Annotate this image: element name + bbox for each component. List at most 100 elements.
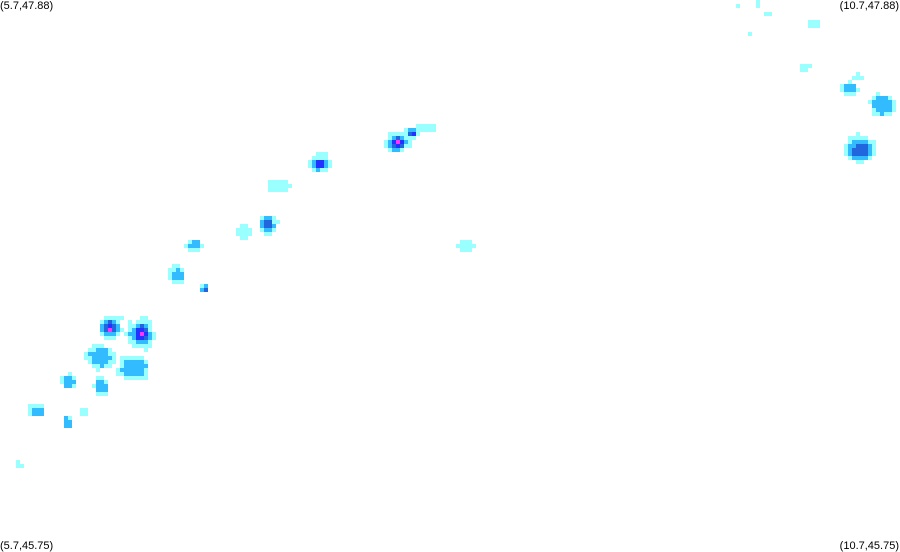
radar-pixel — [812, 20, 816, 24]
radar-pixel — [108, 332, 112, 336]
radar-pixel — [80, 412, 84, 416]
radar-pixel — [816, 24, 820, 28]
radar-pixel — [396, 140, 400, 144]
radar-pixel — [856, 156, 860, 160]
precipitation-cell — [268, 180, 292, 192]
radar-pixel — [172, 268, 176, 272]
radar-pixel — [852, 144, 856, 148]
radar-pixel — [168, 276, 172, 280]
radar-pixel — [140, 324, 144, 328]
precipitation-cell — [124, 316, 156, 352]
radar-pixel — [860, 144, 864, 148]
radar-pixel — [148, 336, 152, 340]
radar-pixel — [144, 336, 148, 340]
radar-pixel — [116, 320, 120, 324]
radar-pixel — [172, 272, 176, 276]
radar-pixel — [840, 84, 844, 88]
radar-pixel — [136, 340, 140, 344]
radar-pixel — [392, 144, 396, 148]
radar-pixel — [280, 184, 284, 188]
radar-pixel — [100, 328, 104, 332]
radar-pixel — [28, 408, 32, 412]
radar-pixel — [104, 316, 108, 320]
radar-pixel — [888, 108, 892, 112]
radar-pixel — [280, 180, 284, 184]
radar-pixel — [852, 92, 856, 96]
radar-pixel — [408, 132, 412, 136]
radar-pixel — [132, 332, 136, 336]
radar-pixel — [36, 404, 40, 408]
radar-pixel — [36, 408, 40, 412]
radar-pixel — [268, 188, 272, 192]
radar-pixel — [268, 220, 272, 224]
radar-pixel — [756, 0, 760, 4]
radar-pixel — [108, 352, 112, 356]
radar-pixel — [312, 156, 316, 160]
radar-pixel — [868, 148, 872, 152]
radar-pixel — [872, 140, 876, 144]
radar-pixel — [140, 320, 144, 324]
radar-pixel — [412, 128, 416, 132]
radar-pixel — [400, 140, 404, 144]
precipitation-cell — [116, 316, 124, 320]
radar-pixel — [864, 136, 868, 140]
radar-pixel — [404, 136, 408, 140]
precipitation-cell — [16, 460, 24, 468]
radar-pixel — [104, 332, 108, 336]
radar-pixel — [308, 160, 312, 164]
radar-pixel — [404, 144, 408, 148]
radar-pixel — [108, 364, 112, 368]
precipitation-cell — [808, 20, 820, 28]
radar-pixel — [108, 360, 112, 364]
radar-pixel — [120, 360, 124, 364]
radar-pixel — [112, 360, 116, 364]
radar-pixel — [864, 152, 868, 156]
radar-pixel — [112, 316, 116, 320]
radar-pixel — [120, 364, 124, 368]
radar-pixel — [100, 352, 104, 356]
radar-pixel — [176, 268, 180, 272]
radar-pixel — [108, 320, 112, 324]
radar-pixel — [180, 280, 184, 284]
radar-pixel — [324, 164, 328, 168]
radar-pixel — [100, 364, 104, 368]
precipitation-cell — [60, 372, 76, 388]
radar-pixel — [248, 228, 252, 232]
radar-pixel — [876, 112, 880, 116]
radar-pixel — [404, 128, 408, 132]
radar-pixel — [768, 12, 772, 16]
radar-pixel — [432, 128, 436, 132]
radar-pixel — [128, 356, 132, 360]
radar-pixel — [128, 324, 132, 328]
radar-pixel — [240, 224, 244, 228]
radar-pixel — [100, 392, 104, 396]
radar-pixel — [392, 140, 396, 144]
radar-pixel — [872, 148, 876, 152]
radar-pixel — [876, 96, 880, 100]
radar-pixel — [132, 344, 136, 348]
radar-pixel — [88, 348, 92, 352]
radar-pixel — [128, 372, 132, 376]
radar-pixel — [808, 64, 812, 68]
radar-pixel — [184, 244, 188, 248]
radar-pixel — [128, 332, 132, 336]
radar-pixel — [312, 168, 316, 172]
radar-pixel — [876, 92, 880, 96]
radar-pixel — [308, 164, 312, 168]
radar-pixel — [872, 108, 876, 112]
radar-pixel — [92, 352, 96, 356]
radar-pixel — [60, 376, 64, 380]
radar-pixel — [316, 168, 320, 172]
radar-pixel — [460, 248, 464, 252]
radar-pixel — [808, 20, 812, 24]
radar-pixel — [128, 340, 132, 344]
radar-pixel — [124, 360, 128, 364]
radar-pixel — [84, 412, 88, 416]
radar-pixel — [172, 264, 176, 268]
radar-pixel — [244, 236, 248, 240]
radar-pixel — [84, 352, 88, 356]
radar-pixel — [272, 220, 276, 224]
radar-pixel — [128, 320, 132, 324]
radar-pixel — [176, 280, 180, 284]
radar-pixel — [148, 344, 152, 348]
